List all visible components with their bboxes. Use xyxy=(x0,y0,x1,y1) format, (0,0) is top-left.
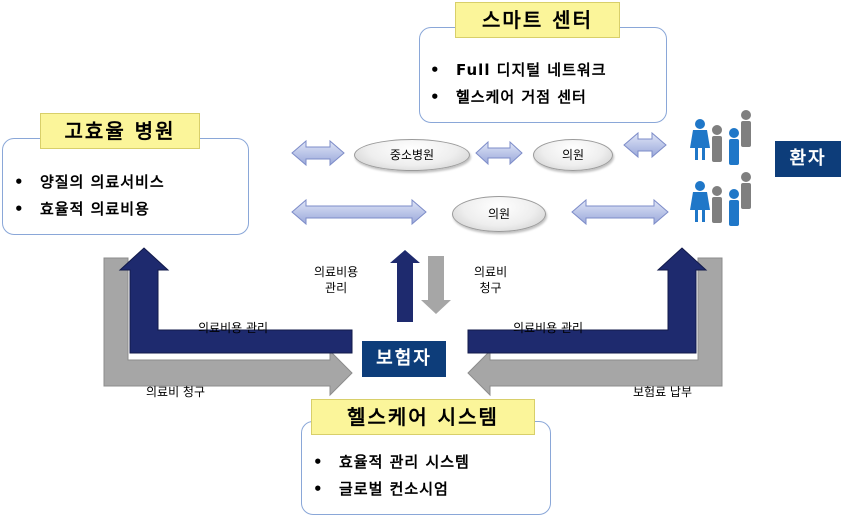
list-item-text: 양질의 의료서비스 xyxy=(40,173,165,191)
cost-mgmt-arrow-up xyxy=(390,250,420,322)
label-cost-mgmt-right: 의료비용 관리 xyxy=(513,321,584,335)
double-arrow-clinic-patient-bottom xyxy=(571,198,669,226)
healthcare-system-panel xyxy=(301,421,551,515)
hospital-title: 고효율 병원 xyxy=(40,113,200,149)
double-arrow-midhospital-clinic xyxy=(475,140,523,166)
bullet: • xyxy=(14,173,25,191)
patient-group-icon-bottom xyxy=(690,172,751,226)
list-item: • Full 디지털 네트워크 xyxy=(430,57,607,84)
cost-mgmt-arrow-left xyxy=(118,247,353,354)
claim-arrow-left xyxy=(103,257,353,397)
healthcare-system-list: • 효율적 관리 시스템 • 글로벌 컨소시엄 xyxy=(313,449,470,503)
bullet: • xyxy=(430,88,441,106)
label-cost-mgmt-center: 의료비용 관리 xyxy=(314,265,359,295)
list-item: • 글로벌 컨소시엄 xyxy=(313,476,470,503)
healthcare-system-title: 헬스케어 시스템 xyxy=(311,399,535,435)
double-arrow-hospital-midhospital xyxy=(291,139,345,167)
list-item-text: 헬스케어 거점 센터 xyxy=(456,88,587,106)
list-item-text: 효율적 의료비용 xyxy=(40,200,150,218)
label-premium: 보험료 납부 xyxy=(633,385,693,399)
claim-arrow-down xyxy=(421,256,451,314)
node-clinic-top: 의원 xyxy=(533,139,613,171)
list-item-text: 효율적 관리 시스템 xyxy=(339,453,470,471)
node-mid-hospital: 중소병원 xyxy=(354,139,470,171)
list-item: • 헬스케어 거점 센터 xyxy=(430,84,607,111)
list-item: • 효율적 의료비용 xyxy=(14,196,165,223)
label-cost-mgmt-left: 의료비용 관리 xyxy=(198,321,269,335)
patient-badge: 환자 xyxy=(775,141,841,177)
label-claim-left: 의료비 청구 xyxy=(146,385,206,399)
list-item: • 효율적 관리 시스템 xyxy=(313,449,470,476)
cost-mgmt-arrow-right xyxy=(467,247,708,354)
bullet: • xyxy=(14,200,25,218)
bullet: • xyxy=(313,480,324,498)
patient-group-icon-top xyxy=(690,110,751,165)
node-clinic-bottom: 의원 xyxy=(452,196,546,232)
bullet: • xyxy=(313,453,324,471)
label-claim-center: 의료비 청구 xyxy=(474,265,508,295)
hospital-list: • 양질의 의료서비스 • 효율적 의료비용 xyxy=(14,169,165,223)
insurer-badge: 보험자 xyxy=(362,341,446,377)
list-item-text: 글로벌 컨소시엄 xyxy=(339,480,449,498)
double-arrow-clinic-patient-top xyxy=(623,131,667,159)
list-item-text: Full 디지털 네트워크 xyxy=(456,61,607,79)
premium-arrow-right xyxy=(467,257,723,397)
smart-center-list: • Full 디지털 네트워크 • 헬스케어 거점 센터 xyxy=(430,57,607,111)
double-arrow-hospital-clinic xyxy=(291,198,427,226)
smart-center-panel xyxy=(419,27,667,123)
smart-center-title: 스마트 센터 xyxy=(455,2,620,38)
list-item: • 양질의 의료서비스 xyxy=(14,169,165,196)
bullet: • xyxy=(430,61,441,79)
